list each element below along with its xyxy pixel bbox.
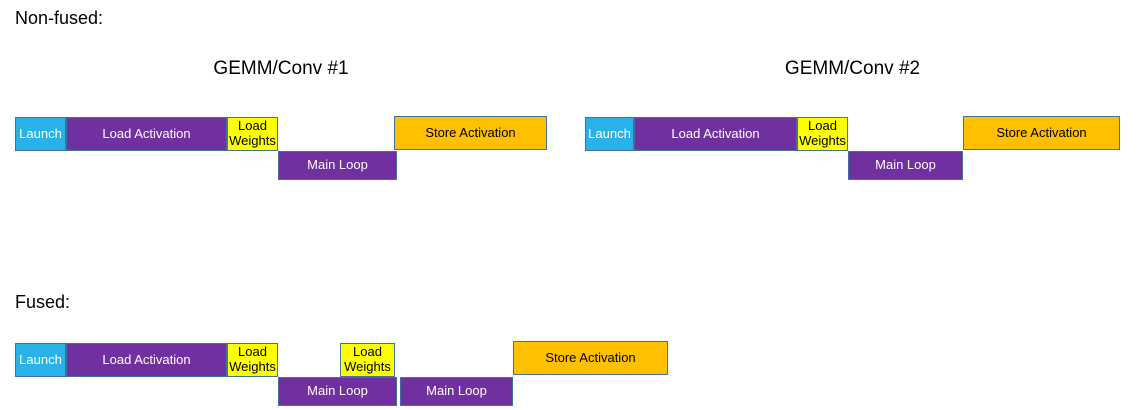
block-launch: Launch xyxy=(15,117,66,151)
block-load-weights: Load Weights xyxy=(340,343,395,377)
section-label-fused: Fused: xyxy=(15,292,71,312)
block-launch: Launch xyxy=(585,117,634,151)
heading-gemm-conv-2: GEMM/Conv #2 xyxy=(784,58,921,79)
heading-gemm-conv-1: GEMM/Conv #1 xyxy=(213,58,349,79)
block-store-activation: Store Activation xyxy=(394,116,547,150)
block-main-loop: Main Loop xyxy=(278,151,397,180)
block-load-activation: Load Activation xyxy=(66,117,227,151)
block-main-loop: Main Loop xyxy=(278,377,397,406)
block-load-activation: Load Activation xyxy=(66,343,227,377)
block-store-activation: Store Activation xyxy=(963,116,1120,150)
block-load-weights: Load Weights xyxy=(227,117,278,151)
block-load-weights: Load Weights xyxy=(227,343,278,377)
block-launch: Launch xyxy=(15,343,66,377)
block-load-activation: Load Activation xyxy=(634,117,797,151)
block-main-loop: Main Loop xyxy=(400,377,513,406)
block-main-loop: Main Loop xyxy=(848,151,963,180)
section-label-non-fused: Non-fused: xyxy=(15,8,104,28)
block-store-activation: Store Activation xyxy=(513,341,668,375)
block-load-weights: Load Weights xyxy=(797,117,848,151)
